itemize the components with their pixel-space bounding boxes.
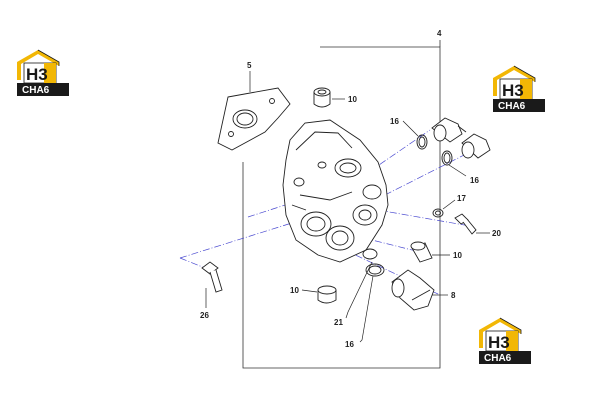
watermark-logo-top-right: H3 CHA6 xyxy=(492,65,546,113)
leader-21 xyxy=(345,261,373,319)
callout-10-top: 10 xyxy=(348,95,357,104)
bolt-part-26 xyxy=(201,261,223,293)
callout-16-bottom: 16 xyxy=(345,340,354,349)
leader-17 xyxy=(442,199,456,210)
callout-21: 21 xyxy=(334,318,343,327)
callout-5: 5 xyxy=(247,61,252,70)
callout-20: 20 xyxy=(492,229,501,238)
watermark-mark: H3 xyxy=(26,65,48,84)
leader-16a xyxy=(402,120,419,137)
gasket-part xyxy=(217,87,291,151)
callout-10-bottom: 10 xyxy=(290,286,299,295)
valve-body xyxy=(282,119,389,263)
watermark-mark: H3 xyxy=(502,81,524,100)
watermark-text: CHA6 xyxy=(22,85,50,96)
callout-10-right: 10 xyxy=(453,251,462,260)
bolt-part-20 xyxy=(454,213,477,235)
fitting-parts xyxy=(431,117,491,159)
callout-8: 8 xyxy=(451,291,456,300)
callout-16-right: 16 xyxy=(470,176,479,185)
washer-part xyxy=(432,208,444,218)
callout-16-upper: 16 xyxy=(390,117,399,126)
callout-4: 4 xyxy=(437,29,442,38)
watermark-mark: H3 xyxy=(488,333,510,352)
leader-16c xyxy=(359,275,374,343)
watermark-logo-bottom-right: H3 CHA6 xyxy=(478,317,532,365)
watermark-text: CHA6 xyxy=(498,101,526,112)
check-valve-part xyxy=(391,269,435,311)
leader-16b xyxy=(448,164,467,177)
assembly-boundary xyxy=(242,46,441,369)
plug-part-bottom xyxy=(317,285,337,304)
plug-part-top xyxy=(313,87,331,108)
o-ring-parts xyxy=(362,134,453,277)
callout-17: 17 xyxy=(457,194,466,203)
plug-part-right xyxy=(410,241,433,263)
leader-10c xyxy=(301,289,318,293)
watermark-text: CHA6 xyxy=(484,353,512,364)
callout-26: 26 xyxy=(200,311,209,320)
watermark-logo-left: H3 CHA6 xyxy=(16,49,70,97)
